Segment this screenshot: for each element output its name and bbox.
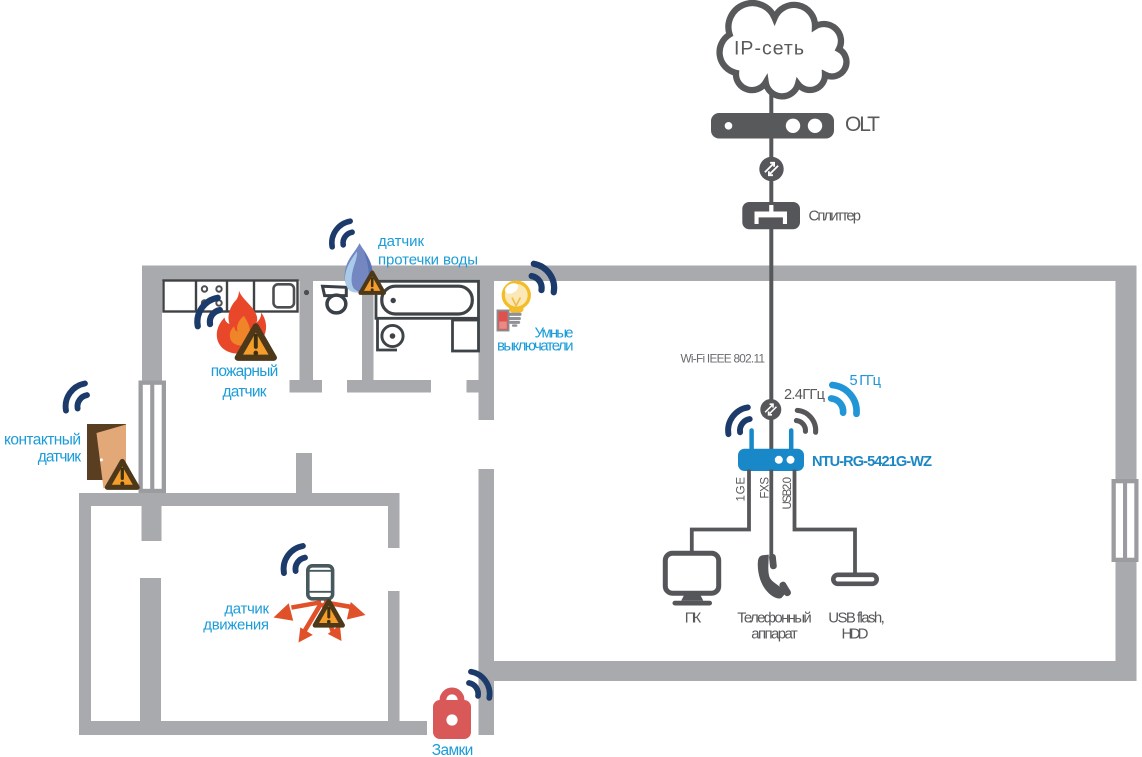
svg-text:IP-сеть: IP-сеть bbox=[734, 38, 804, 60]
svg-text:выключатели: выключатели bbox=[497, 338, 574, 355]
svg-text:аппарат: аппарат bbox=[751, 626, 798, 643]
svg-text:Сплиттер: Сплиттер bbox=[809, 209, 862, 225]
svg-text:датчик: датчик bbox=[224, 601, 269, 618]
svg-text:датчик: датчик bbox=[223, 384, 267, 401]
svg-text:OLT: OLT bbox=[845, 113, 880, 136]
svg-text:NTU-RG-5421G-WZ: NTU-RG-5421G-WZ bbox=[812, 454, 932, 470]
svg-text:HDD: HDD bbox=[842, 626, 869, 643]
svg-text:USB2.0: USB2.0 bbox=[782, 477, 794, 510]
svg-text:движения: движения bbox=[203, 617, 269, 634]
svg-text:Замки: Замки bbox=[432, 742, 474, 757]
svg-text:пожарный: пожарный bbox=[211, 363, 279, 380]
svg-text:FXS: FXS bbox=[760, 477, 772, 499]
svg-text:5 ГГц: 5 ГГц bbox=[850, 373, 882, 389]
svg-text:1GE: 1GE bbox=[736, 477, 748, 502]
svg-text:датчик: датчик bbox=[38, 449, 82, 466]
svg-text:контактный: контактный bbox=[4, 432, 81, 449]
svg-text:2.4ГГц: 2.4ГГц bbox=[784, 387, 826, 403]
svg-text:датчик: датчик bbox=[378, 233, 424, 250]
svg-text:ПК: ПК bbox=[685, 610, 702, 627]
svg-text:Телефонный: Телефонный bbox=[737, 610, 812, 627]
svg-text:Wi-Fi IEEE 802.11: Wi-Fi IEEE 802.11 bbox=[681, 352, 766, 366]
svg-text:протечки воды: протечки воды bbox=[378, 252, 478, 269]
svg-text:USB flash,: USB flash, bbox=[828, 610, 885, 627]
svg-text:Умные: Умные bbox=[535, 325, 574, 342]
